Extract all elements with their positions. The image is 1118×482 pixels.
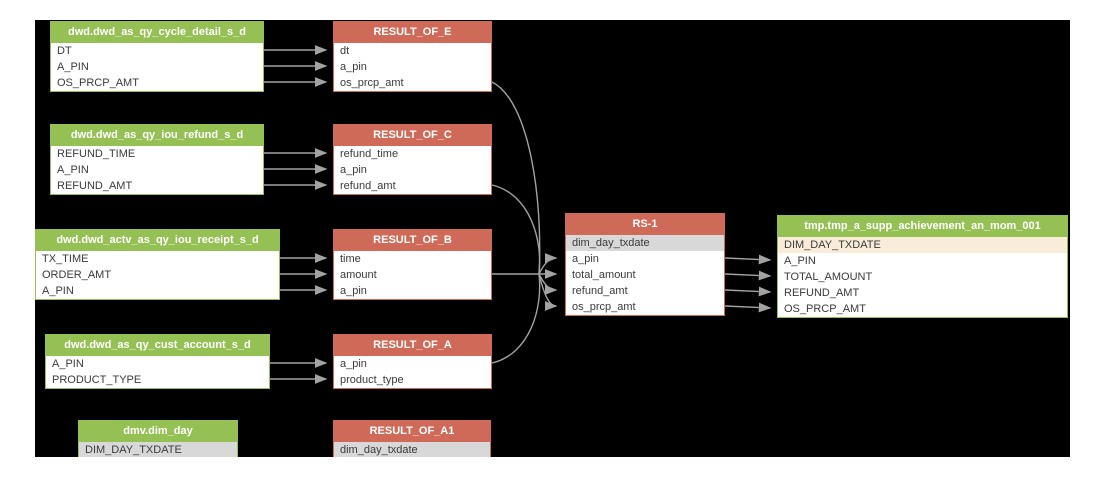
field-row-iou_refund-a_pin[interactable]: A_PIN — [51, 162, 263, 178]
field-row-result_e-dt[interactable]: dt — [334, 43, 491, 59]
field-row-rs1-a_pin[interactable]: a_pin — [566, 251, 724, 267]
table-title-result_a[interactable]: RESULT_OF_A — [334, 335, 491, 356]
table-title-result_a1[interactable]: RESULT_OF_A1 — [334, 421, 490, 442]
field-row-dim_day-dim_day_txdate[interactable]: DIM_DAY_TXDATE — [79, 442, 237, 457]
field-row-cust_account-a_pin[interactable]: A_PIN — [46, 356, 269, 372]
field-row-tmp-refund_amt[interactable]: REFUND_AMT — [778, 285, 1067, 301]
field-row-result_e-a_pin[interactable]: a_pin — [334, 59, 491, 75]
field-row-result_a-product_type[interactable]: product_type — [334, 372, 491, 388]
field-row-result_c-refund_amt[interactable]: refund_amt — [334, 178, 491, 194]
bundle-out-os_prcp_amt — [538, 273, 558, 311]
table-title-dim_day[interactable]: dmv.dim_day — [79, 421, 237, 442]
field-row-rs1-total_amount[interactable]: total_amount — [566, 267, 724, 283]
field-row-cycle_detail-os_prcp_amt[interactable]: OS_PRCP_AMT — [51, 75, 263, 91]
field-row-cycle_detail-a_pin[interactable]: A_PIN — [51, 59, 263, 75]
table-title-result_c[interactable]: RESULT_OF_C — [334, 125, 491, 146]
lineage-edges — [264, 45, 772, 384]
field-row-tmp-a_pin[interactable]: A_PIN — [778, 253, 1067, 269]
edge-rs1-to-tmp — [724, 254, 772, 265]
edge-rs1-to-tmp — [724, 286, 772, 297]
table-title-iou_receipt[interactable]: dwd.dwd_actv_as_qy_iou_receipt_s_d — [36, 230, 279, 251]
field-row-cycle_detail-dt[interactable]: DT — [51, 43, 263, 59]
field-row-tmp-dim_day_txdate[interactable]: DIM_DAY_TXDATE — [778, 237, 1067, 253]
field-row-result_c-refund_time[interactable]: refund_time — [334, 146, 491, 162]
bundle-out-refund_amt — [538, 273, 558, 295]
table-title-cust_account[interactable]: dwd.dwd_as_qy_cust_account_s_d — [46, 335, 269, 356]
table-title-result_e[interactable]: RESULT_OF_E — [334, 22, 491, 43]
table-title-iou_refund[interactable]: dwd.dwd_as_qy_iou_refund_s_d — [51, 125, 263, 146]
field-row-result_b-a_pin[interactable]: a_pin — [334, 283, 491, 299]
table-title-result_b[interactable]: RESULT_OF_B — [334, 230, 491, 251]
bundle-in-result_e — [491, 81, 541, 275]
field-row-rs1-os_prcp_amt[interactable]: os_prcp_amt — [566, 299, 724, 315]
field-row-iou_receipt-a_pin[interactable]: A_PIN — [36, 283, 279, 299]
field-row-rs1-dim_day_txdate[interactable]: dim_day_txdate — [566, 235, 724, 251]
field-row-result_a-a_pin[interactable]: a_pin — [334, 356, 491, 372]
bundle-in-result_a — [491, 273, 541, 364]
field-row-iou_refund-refund_amt[interactable]: REFUND_AMT — [51, 178, 263, 194]
field-row-rs1-refund_amt[interactable]: refund_amt — [566, 283, 724, 299]
edge-rs1-to-tmp — [724, 302, 772, 313]
bundle-out-a_pin — [538, 253, 558, 275]
table-title-tmp[interactable]: tmp.tmp_a_supp_achievement_an_mom_001 — [778, 216, 1067, 237]
field-row-tmp-total_amount[interactable]: TOTAL_AMOUNT — [778, 269, 1067, 285]
field-row-tmp-os_prcp_amt[interactable]: OS_PRCP_AMT — [778, 301, 1067, 317]
field-row-result_c-a_pin[interactable]: a_pin — [334, 162, 491, 178]
field-row-iou_receipt-tx_time[interactable]: TX_TIME — [36, 251, 279, 267]
field-row-result_b-amount[interactable]: amount — [334, 267, 491, 283]
edge-rs1-to-tmp — [724, 270, 772, 281]
field-row-cust_account-product_type[interactable]: PRODUCT_TYPE — [46, 372, 269, 388]
field-row-iou_receipt-order_amt[interactable]: ORDER_AMT — [36, 267, 279, 283]
table-title-rs1[interactable]: RS-1 — [566, 214, 724, 235]
field-row-result_e-os_prcp_amt[interactable]: os_prcp_amt — [334, 75, 491, 91]
field-row-result_b-time[interactable]: time — [334, 251, 491, 267]
table-title-cycle_detail[interactable]: dwd.dwd_as_qy_cycle_detail_s_d — [51, 22, 263, 43]
field-row-iou_refund-refund_time[interactable]: REFUND_TIME — [51, 146, 263, 162]
bundle-in-result_c — [491, 184, 541, 275]
field-row-result_a1-dim_day_txdate[interactable]: dim_day_txdate — [334, 442, 490, 457]
